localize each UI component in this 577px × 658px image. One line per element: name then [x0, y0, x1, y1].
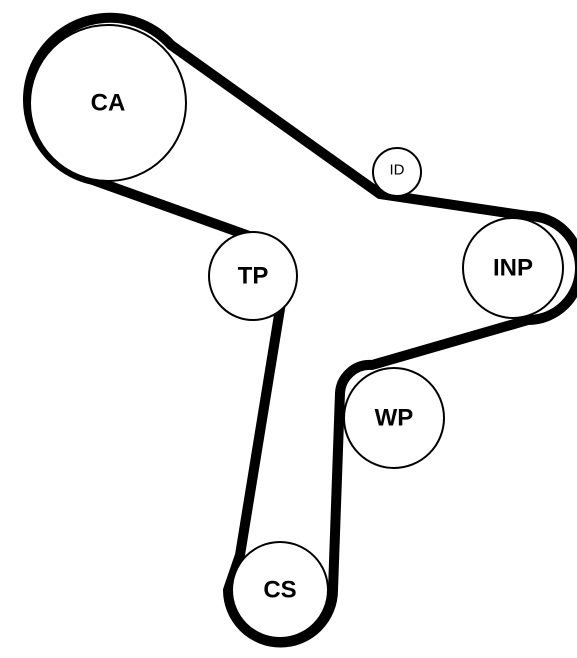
- pulley-id-label: ID: [390, 162, 405, 179]
- pulley-tp-label: TP: [238, 263, 269, 290]
- pulley-inp: INP: [462, 217, 564, 319]
- pulley-cs: CS: [231, 541, 329, 639]
- pulley-ca: CA: [29, 24, 187, 182]
- pulley-wp-label: WP: [375, 405, 414, 432]
- pulley-ca-label: CA: [91, 90, 126, 117]
- pulley-cs-label: CS: [263, 577, 296, 604]
- timing-belt: [22, 12, 577, 648]
- pulley-inp-label: INP: [493, 255, 533, 282]
- pulley-id: ID: [372, 147, 422, 197]
- pulley-wp: WP: [343, 367, 445, 469]
- pulley-tp: TP: [208, 231, 298, 321]
